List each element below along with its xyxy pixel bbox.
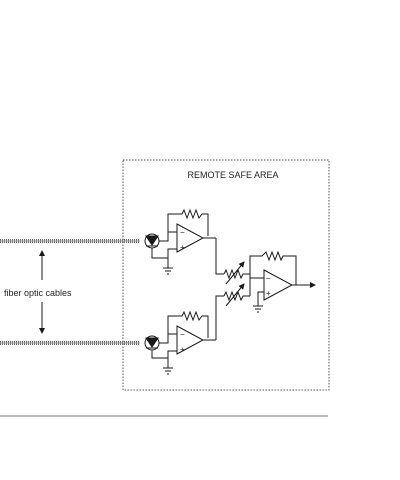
remote-safe-area-label: REMOTE SAFE AREA	[187, 170, 278, 180]
opamp-top-minus: −	[180, 228, 185, 237]
opamp-bottom-minus: −	[180, 330, 185, 339]
photodiode-bottom	[144, 335, 160, 351]
opamp-bottom-plus: +	[180, 345, 185, 354]
opamp-summing	[263, 269, 294, 301]
ground-symbol-bottom	[163, 358, 173, 375]
variable-resistor-bottom	[223, 290, 250, 302]
feedback-resistor-top	[177, 208, 209, 236]
photodiode-top	[144, 233, 160, 249]
remote-safe-area-box	[122, 159, 330, 391]
opamp-bottom	[176, 325, 205, 355]
variable-resistor-top	[223, 268, 250, 280]
opamp-top-plus: +	[180, 243, 185, 252]
feedback-resistor-summing	[261, 250, 297, 285]
feedback-resistor-bottom	[177, 310, 209, 338]
ground-symbol-top	[163, 258, 173, 275]
ground-symbol-summing	[253, 305, 263, 313]
fiber-optic-cables-label: fiber optic cables	[4, 288, 72, 298]
opamp-top	[176, 223, 205, 253]
opamp-summing-minus: −	[266, 274, 271, 283]
opamp-summing-plus: +	[266, 289, 271, 298]
